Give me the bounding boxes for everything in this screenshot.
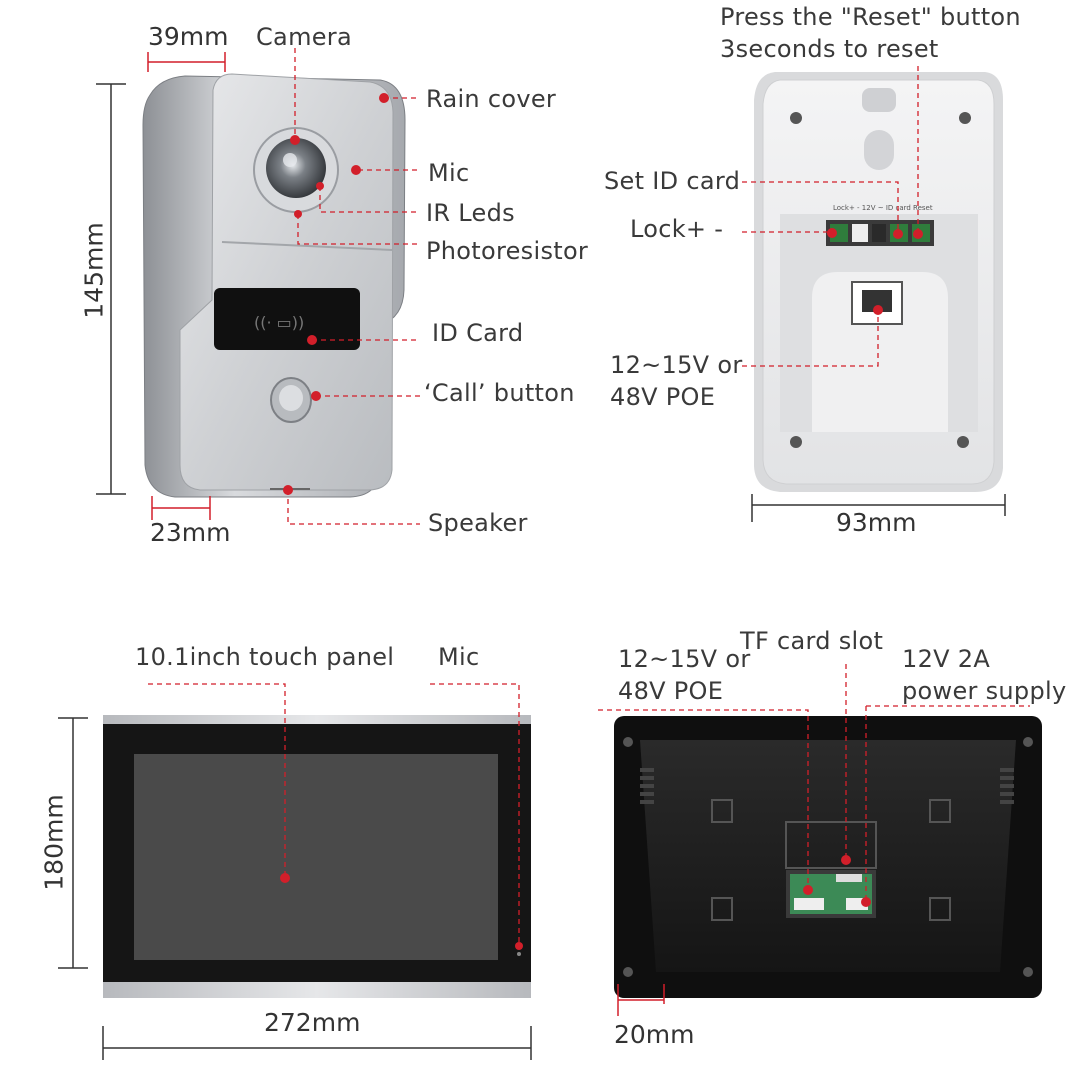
monitor-front-leaders <box>148 683 520 944</box>
doorbell-back-width-label: 93mm <box>836 508 917 537</box>
doorbell-front: ((· ▭)) <box>142 73 406 498</box>
doorbell-leader-dots <box>283 93 389 495</box>
label-monitor-mic: Mic <box>438 643 480 671</box>
monitor-height-dim-label: 180mm <box>39 794 69 891</box>
svg-text:((· ▭)): ((· ▭)) <box>254 313 304 332</box>
doorbell-back-leaders <box>742 66 919 367</box>
label-supply-line1: 12V 2A <box>902 645 991 673</box>
reset-note-line1: Press the "Reset" button <box>720 3 1021 31</box>
monitor-front-dots <box>280 873 523 950</box>
doorbell-dimension-lines <box>147 52 226 520</box>
label-photoresistor: Photoresistor <box>426 237 589 265</box>
label-back-power-line1: 12~15V or <box>610 351 743 379</box>
label-monitor-power-line1: 12~15V or <box>618 645 751 673</box>
doorbell-back <box>754 72 1003 492</box>
doorbell-depth-dim: 23mm <box>150 518 231 547</box>
label-id-card: ID Card <box>432 319 524 347</box>
doorbell-height-dim <box>96 83 126 495</box>
monitor-front-dims <box>58 717 532 1060</box>
label-set-id-card: Set ID card <box>604 167 741 195</box>
label-lock: Lock+ - <box>630 215 724 243</box>
monitor-depth-dim-label: 20mm <box>614 1020 695 1049</box>
label-supply-line2: power supply <box>902 677 1067 705</box>
reset-note-line2: 3seconds to reset <box>720 35 939 63</box>
monitor-front <box>103 715 531 998</box>
monitor-back-depth-dim <box>617 984 665 1016</box>
terminal-strip-text: Lock+ - 12V ~ ID card Reset <box>833 204 933 212</box>
label-speaker: Speaker <box>428 509 528 537</box>
doorbell-back-width-dim <box>751 494 1006 522</box>
label-back-power-line2: 48V POE <box>610 383 716 411</box>
doorbell-width-dim: 39mm <box>148 22 229 51</box>
label-rain-cover: Rain cover <box>426 85 557 113</box>
doorbell-leaders <box>287 48 420 525</box>
label-tf-card-slot: TF card slot <box>740 627 884 655</box>
label-call-button: ‘Call’ button <box>424 379 575 407</box>
monitor-back-dots <box>803 855 871 907</box>
doorbell-back-dots <box>827 228 923 315</box>
monitor-back-leaders <box>598 664 1030 900</box>
label-monitor-power-line2: 48V POE <box>618 677 724 705</box>
monitor-width-dim-label: 272mm <box>264 1008 361 1037</box>
monitor-back <box>614 716 1042 998</box>
label-touch-panel: 10.1inch touch panel <box>135 643 395 671</box>
label-mic: Mic <box>428 159 470 187</box>
doorbell-height-dim-label: 145mm <box>79 222 109 319</box>
label-ir-leds: IR Leds <box>426 199 515 227</box>
label-camera: Camera <box>256 23 352 51</box>
